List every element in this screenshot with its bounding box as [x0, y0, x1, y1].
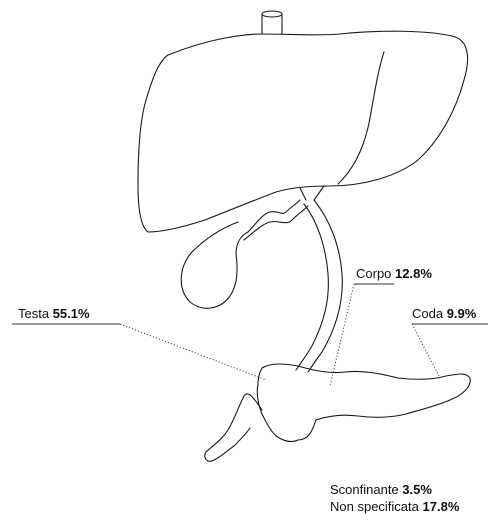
label-coda: Coda 9.9%: [412, 306, 476, 321]
label-non-specificata-name: Non specificata: [330, 499, 419, 514]
label-corpo-value: 12.8%: [395, 266, 432, 281]
cystic-duct-inner: [244, 206, 308, 240]
liver-outline: [138, 31, 468, 232]
testa-leader: [120, 324, 266, 380]
corpo-leader: [330, 284, 354, 386]
label-coda-name: Coda: [412, 306, 443, 321]
gallbladder: [181, 222, 248, 308]
common-bile-duct-left: [296, 204, 328, 370]
label-testa-value: 55.1%: [53, 306, 90, 321]
label-corpo: Corpo 12.8%: [356, 266, 432, 281]
label-testa-name: Testa: [18, 306, 49, 321]
common-bile-duct-right: [308, 200, 342, 372]
vena-cava-top: [262, 11, 282, 17]
pancreatic-duct-loop: [205, 394, 262, 461]
label-non-specificata-value: 17.8%: [423, 499, 460, 514]
label-sconfinante: Sconfinante 3.5%: [330, 482, 432, 497]
cystic-duct: [248, 200, 300, 232]
label-sconfinante-value: 3.5%: [402, 482, 432, 497]
label-testa: Testa 55.1%: [18, 306, 90, 321]
label-corpo-name: Corpo: [356, 266, 391, 281]
label-coda-value: 9.9%: [447, 306, 477, 321]
hepatic-duct: [300, 186, 324, 200]
coda-leader: [412, 324, 440, 378]
liver-lobe-divider: [338, 52, 384, 184]
label-sconfinante-name: Sconfinante: [330, 482, 399, 497]
label-non-specificata: Non specificata 17.8%: [330, 499, 459, 514]
